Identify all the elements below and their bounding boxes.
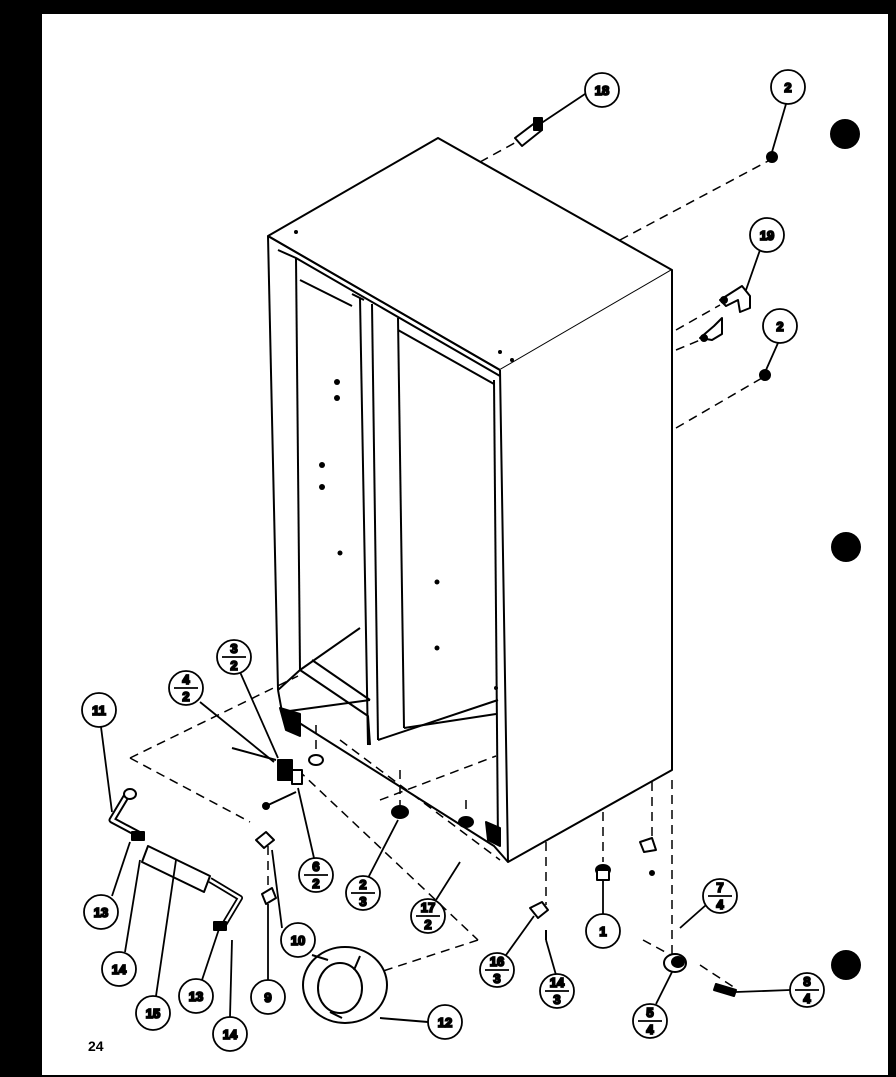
svg-text:19: 19 — [760, 228, 774, 243]
svg-text:13: 13 — [189, 989, 203, 1004]
cabinet — [267, 137, 673, 863]
svg-text:8: 8 — [803, 974, 810, 989]
callout-14-3: 14 3 — [539, 939, 575, 1009]
callout-13-right: 13 — [178, 925, 221, 1014]
callout-8-4: 8 4 — [735, 972, 825, 1008]
svg-text:9: 9 — [264, 990, 271, 1005]
part-16-clip — [529, 901, 549, 940]
svg-text:2: 2 — [359, 877, 366, 892]
callout-2-upper: 2 — [770, 69, 806, 153]
callout-6-2: 6 2 — [297, 787, 334, 893]
part-18-screw — [514, 117, 543, 147]
callout-5-4: 5 4 — [632, 971, 673, 1039]
callout-9: 9 — [250, 904, 286, 1015]
callout-15: 15 — [135, 859, 177, 1031]
svg-text:18: 18 — [595, 83, 609, 98]
svg-text:4: 4 — [646, 1022, 654, 1037]
callout-4-2: 4 2 — [168, 670, 275, 763]
callout-14-right: 14 — [212, 939, 248, 1052]
svg-text:6: 6 — [312, 859, 319, 874]
svg-text:17: 17 — [421, 900, 435, 915]
svg-text:4: 4 — [803, 991, 811, 1006]
svg-text:14: 14 — [550, 975, 565, 990]
svg-text:2: 2 — [312, 876, 319, 891]
callout-11: 11 — [81, 692, 117, 813]
svg-text:7: 7 — [716, 880, 723, 895]
svg-text:4: 4 — [182, 672, 190, 687]
registration-dots — [830, 119, 861, 980]
callout-17-2: 17 2 — [410, 861, 461, 934]
part-8-screw — [713, 983, 737, 997]
svg-text:3: 3 — [493, 971, 500, 986]
svg-text:2: 2 — [776, 319, 783, 334]
callout-16-3: 16 3 — [479, 915, 535, 988]
svg-text:3: 3 — [359, 894, 366, 909]
svg-text:14: 14 — [112, 962, 127, 977]
callout-12: 12 — [427, 1004, 463, 1040]
svg-text:2: 2 — [230, 658, 237, 673]
callout-14-left: 14 — [101, 859, 141, 987]
part-9-10-clamps — [255, 831, 277, 905]
svg-text:3: 3 — [553, 992, 560, 1007]
svg-text:15: 15 — [146, 1006, 160, 1021]
svg-text:2: 2 — [424, 917, 431, 932]
exploded-leaders — [129, 139, 771, 989]
callout-18: 18 — [539, 72, 620, 125]
mounting-holes — [294, 230, 514, 690]
part-5-roller — [663, 953, 687, 973]
svg-text:13: 13 — [94, 905, 108, 920]
callout-2-lower: 2 — [762, 308, 798, 371]
svg-text:12: 12 — [438, 1015, 452, 1030]
svg-text:10: 10 — [291, 933, 305, 948]
callout-2-3: 2 3 — [345, 819, 399, 911]
callout-1: 1 — [585, 880, 621, 949]
part-1-leveler — [595, 864, 611, 881]
svg-text:3: 3 — [230, 641, 237, 656]
part-19-hinge-brackets — [699, 285, 751, 342]
svg-text:2: 2 — [182, 689, 189, 704]
page-number: 24 — [88, 1038, 104, 1054]
part-clip-right — [639, 837, 657, 876]
svg-text:5: 5 — [646, 1005, 653, 1020]
callout-19: 19 — [745, 217, 785, 291]
callout-7-4: 7 4 — [679, 878, 738, 929]
part-levelers-base — [308, 754, 474, 828]
svg-text:1: 1 — [599, 924, 606, 939]
svg-text:4: 4 — [716, 897, 724, 912]
callout-3-2: 3 2 — [216, 639, 279, 759]
part-2-nut-upper — [766, 151, 778, 163]
part-15-drain-tube — [108, 788, 243, 931]
svg-text:16: 16 — [490, 954, 504, 969]
svg-text:2: 2 — [784, 80, 791, 95]
svg-text:11: 11 — [92, 703, 106, 718]
callout-13-left: 13 — [83, 841, 131, 930]
callout-10: 10 — [271, 849, 316, 958]
svg-text:14: 14 — [223, 1027, 238, 1042]
part-12-drain-pan — [302, 946, 429, 1024]
part-2-nut-lower — [759, 369, 771, 381]
